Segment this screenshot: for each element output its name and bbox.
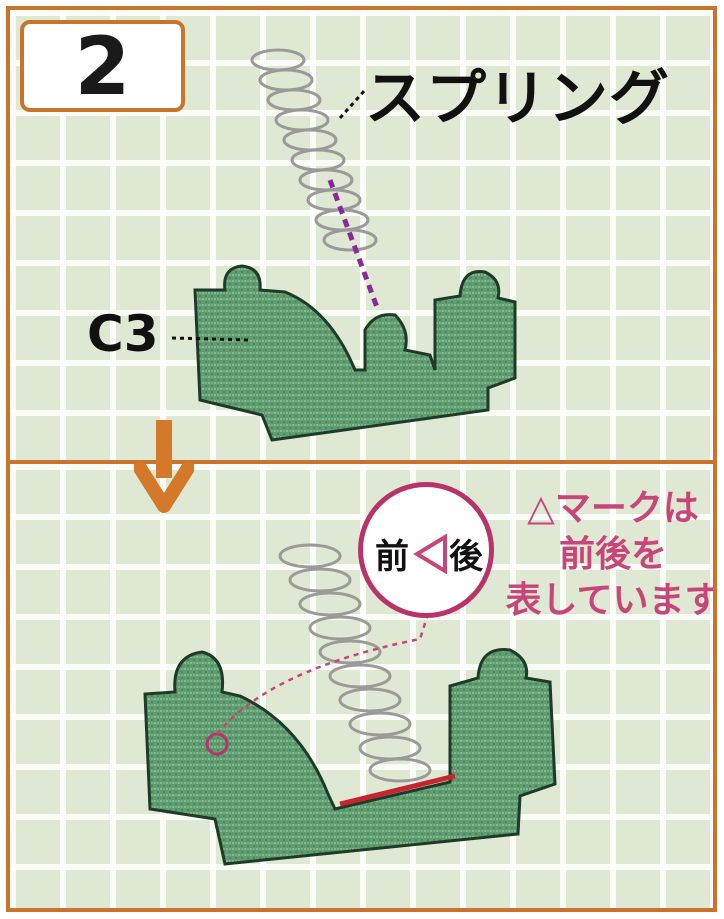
step-number: 2 bbox=[20, 20, 185, 113]
spring-assembled bbox=[278, 543, 432, 783]
bottom-panel: 前 後 △マークは 前後を 表しています bbox=[6, 460, 717, 912]
callout-connector bbox=[216, 613, 430, 735]
back-label: 後 bbox=[449, 537, 483, 577]
guide-line bbox=[327, 179, 381, 311]
direction-callout: 前 後 bbox=[358, 482, 494, 618]
part-c3 bbox=[193, 264, 517, 442]
top-panel: 2 スプリング C3 bbox=[6, 6, 717, 468]
part-c3-assembled bbox=[143, 648, 557, 866]
spring-top bbox=[250, 48, 378, 252]
front-label: 前 bbox=[375, 537, 409, 577]
c3-leader bbox=[171, 336, 251, 342]
arrow-down-icon bbox=[134, 420, 194, 513]
note-line-3: 表しています bbox=[505, 580, 717, 621]
triangle-left-icon bbox=[413, 533, 447, 575]
mark-note: △マークは 前後を 表しています bbox=[498, 486, 717, 624]
note-line-1: △マークは bbox=[527, 488, 699, 529]
bottom-illustration bbox=[143, 543, 557, 866]
part-label: C3 bbox=[87, 305, 159, 363]
spring-leader bbox=[338, 89, 367, 119]
seat-line bbox=[339, 773, 456, 807]
note-line-2: 前後を bbox=[558, 534, 667, 575]
spring-label: スプリング bbox=[365, 64, 670, 134]
top-illustration bbox=[171, 48, 517, 442]
